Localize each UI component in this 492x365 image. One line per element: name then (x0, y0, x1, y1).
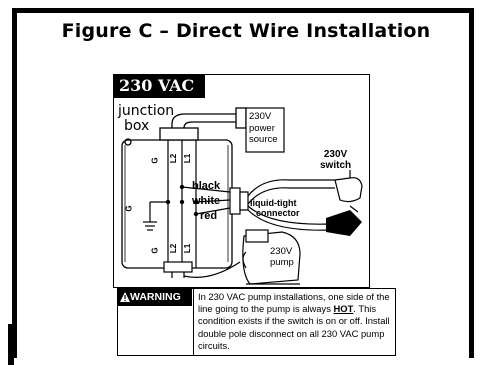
connector-line2: connector (256, 208, 300, 218)
switch-device (334, 170, 363, 203)
ground-symbol (143, 201, 168, 231)
switch-cable (247, 179, 335, 231)
warning-text-hot: HOT (333, 303, 354, 315)
wires-to-connector (181, 186, 231, 215)
terminal-l2-top: L2 (169, 153, 179, 164)
pump-label: 230V pump (270, 246, 294, 268)
top-conduit (159, 107, 247, 141)
pump-device (242, 229, 301, 285)
switch-line2: switch (320, 160, 352, 171)
warning-heading: WARNING (118, 289, 192, 306)
figure-title: Figure C – Direct Wire Installation (61, 20, 431, 42)
junction-label-line1: junction (118, 103, 175, 119)
frame-stem (8, 324, 14, 365)
plug-device (326, 205, 362, 236)
pump-line1: 230V (270, 246, 293, 257)
terminal-l1-top: L1 (183, 153, 193, 164)
warning-text-before: In 230 VAC pump installations, one side … (198, 291, 390, 315)
terminal-g-mid: G (124, 205, 134, 212)
warning-box: WARNING In 230 VAC pump installations, o… (117, 288, 396, 356)
bottom-conduit (163, 261, 241, 278)
warning-icon-panel: WARNING (118, 289, 194, 355)
connector-label: liquid-tight connector (250, 198, 300, 218)
power-source-box (245, 107, 285, 153)
warning-text: In 230 VAC pump installations, one side … (198, 291, 394, 352)
wire-black-label: black (192, 180, 221, 192)
power-source-line1: 230V (249, 111, 272, 122)
junction-box-label: junction box (118, 104, 174, 134)
warning-triangle-icon (120, 292, 130, 302)
terminal-g-bottom: G (150, 247, 160, 254)
voltage-header: 230 VAC (113, 74, 205, 98)
switch-label: 230V switch (320, 149, 351, 171)
warning-text-after: . This condition exists if the switch is… (198, 303, 390, 351)
power-source-label: 230V power source (249, 111, 278, 146)
terminal-g-top: G (150, 157, 160, 164)
wire-red-label: red (200, 210, 218, 222)
switch-line1: 230V (323, 149, 348, 160)
power-source-line2: power (249, 122, 275, 134)
terminal-l1-bottom: L1 (183, 243, 193, 254)
terminal-l2-bottom: L2 (169, 243, 179, 254)
wire-nodes (165, 184, 199, 217)
liquid-tight-connector (229, 187, 249, 215)
power-source-line3: source (249, 134, 278, 145)
junction-label-line2: box (124, 118, 150, 134)
figure-frame (12, 8, 474, 358)
connector-line1: liquid-tight (250, 198, 297, 208)
pump-line2: pump (270, 257, 294, 268)
wire-white-label: white (192, 195, 221, 207)
